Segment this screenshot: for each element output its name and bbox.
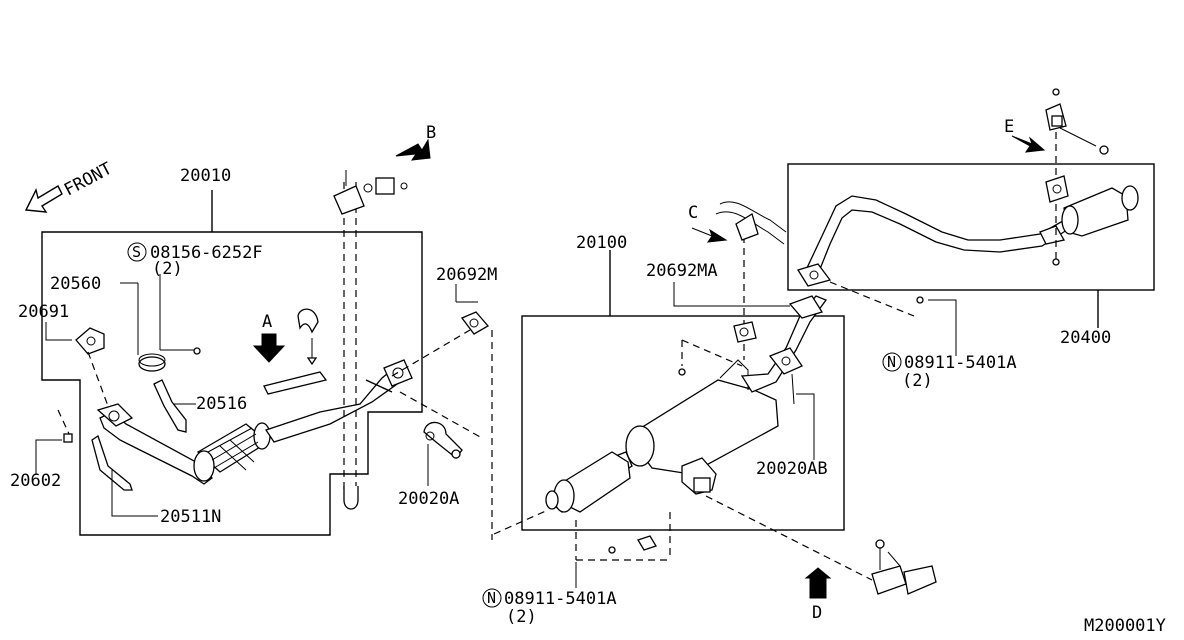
circle-s-icon: S: [132, 243, 141, 261]
bracket-20516: [153, 379, 187, 433]
label-20010: 20010: [180, 166, 231, 186]
clamp-a: [297, 308, 319, 334]
assembly-frame-20010: [41, 231, 423, 536]
gasket-20692M: [460, 311, 490, 335]
qty-08911-lower: (2): [506, 607, 537, 627]
label-20020AB: 20020AB: [756, 459, 828, 479]
front-label: FRONT: [61, 159, 116, 201]
center-muffler-group: 20100 20692MA 20020AB: [493, 233, 873, 581]
hanger-bracket-d: [871, 565, 907, 595]
view-a-arrow: A: [252, 312, 286, 363]
label-20602: 20602: [10, 471, 61, 491]
flange-center-outlet: [768, 347, 803, 375]
circle-n-icon-upper: N: [887, 353, 896, 371]
view-b-arrow: B: [395, 123, 436, 161]
tail-pipe: [805, 195, 1071, 275]
qty-08911-upper: (2): [902, 371, 933, 391]
label-20691: 20691: [18, 302, 69, 322]
hanger-rubber-e: [1045, 175, 1069, 203]
main-muffler-group: 20400: [787, 120, 1155, 348]
assembly-frame-20100: [521, 315, 845, 531]
view-c-arrow: C: [688, 203, 728, 243]
label-20511N: 20511N: [160, 507, 221, 527]
circle-n-icon-lower: N: [487, 589, 496, 607]
diagram-code: M200001Y: [1084, 616, 1166, 636]
label-20692MA: 20692MA: [646, 261, 718, 281]
label-08911-5401A-upper: 08911-5401A: [904, 353, 1017, 373]
gasket-20691: [75, 327, 105, 355]
catalytic-converter: [193, 422, 271, 482]
hanger-rod-b: [343, 486, 359, 510]
qty-08156: (2): [152, 259, 183, 279]
view-d-arrow: D: [804, 567, 832, 623]
label-20020A: 20020A: [398, 489, 459, 509]
view-b-label: B: [426, 123, 436, 143]
label-20516: 20516: [196, 394, 247, 414]
gasket-20560: [138, 356, 166, 372]
view-e-arrow: E: [1004, 117, 1046, 153]
label-20560: 20560: [50, 274, 101, 294]
view-d-label: D: [812, 603, 822, 623]
center-muffler: [627, 379, 779, 475]
label-08156-6252F: 08156-6252F: [150, 243, 263, 263]
hanger-rubber-20692MA: [733, 321, 757, 343]
front-direction-indicator: FRONT: [24, 159, 116, 213]
view-a-label: A: [262, 312, 272, 332]
label-20400: 20400: [1060, 328, 1111, 348]
hanger-bracket-b: [333, 185, 365, 215]
view-c-label: C: [688, 203, 698, 223]
hanger-tube-a: [263, 371, 328, 395]
hanger-bracket-c: [735, 212, 759, 241]
label-20692M: 20692M: [436, 265, 497, 285]
label-08911-5401A-lower: 08911-5401A: [504, 589, 617, 609]
heat-insulator-20511N: [91, 434, 133, 491]
label-20100: 20100: [576, 233, 627, 253]
view-e-label: E: [1004, 117, 1014, 137]
assembly-frame-20400: [787, 163, 1155, 291]
